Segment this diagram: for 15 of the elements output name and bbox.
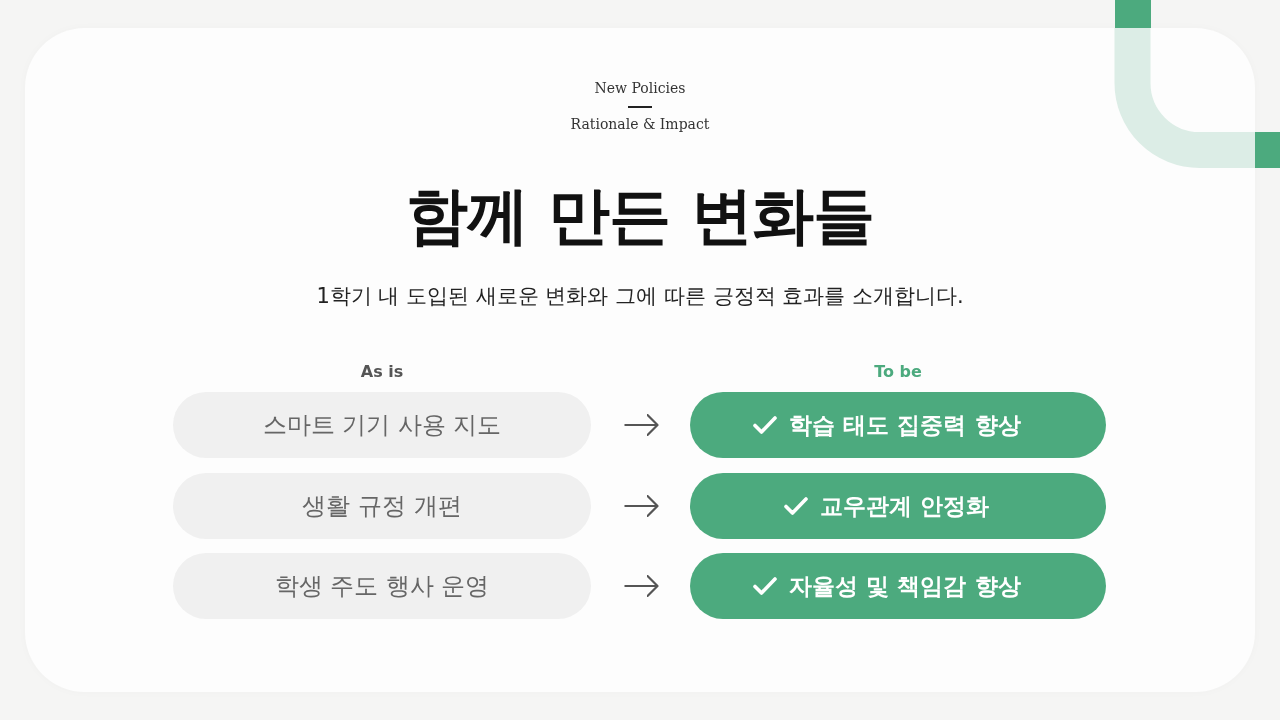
item-label: 생활 규정 개편	[302, 491, 462, 522]
arrow	[624, 574, 659, 598]
item-label: 학습 태도 집중력 향상	[789, 410, 1021, 440]
item-label: 학생 주도 행사 운영	[274, 571, 490, 602]
overline-text: New Policies	[594, 80, 686, 96]
arrow	[624, 413, 659, 437]
item-label: 교우관계 안정화	[820, 491, 990, 521]
title: 함께 만든 변화들	[405, 178, 875, 254]
item-label: 스마트 기기 사용 지도	[262, 410, 502, 441]
item-label: 자율성 및 책임감 향상	[789, 571, 1021, 601]
subtitle: 1학기 내 도입된 새로운 변화와 그에 따른 긍정적 효과를 소개합니다.	[316, 283, 964, 310]
column-header: To be	[874, 361, 922, 381]
column-header: As is	[360, 361, 404, 381]
overline-text: Rationale & Impact	[570, 116, 710, 132]
arrow	[624, 494, 659, 518]
